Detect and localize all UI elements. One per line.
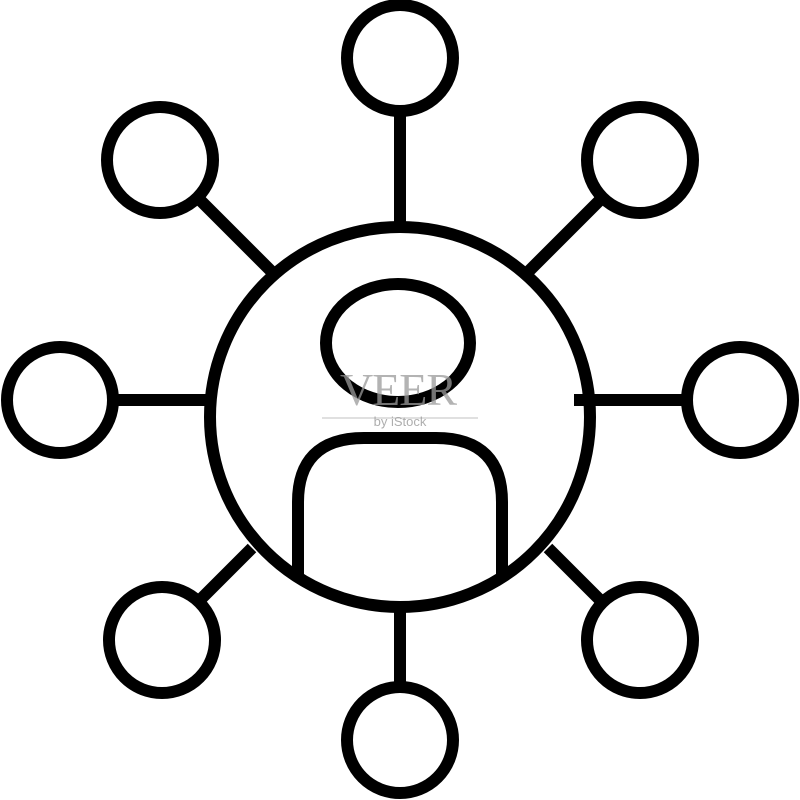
veer-watermark: VEER by iStock	[322, 364, 478, 429]
person-icon	[292, 278, 508, 578]
watermark-brand: VEER	[340, 364, 457, 415]
node-top-left	[101, 101, 219, 219]
connector-bottom-left	[195, 543, 257, 605]
node-top	[341, 0, 459, 117]
person-body	[292, 432, 508, 578]
node-left	[1, 341, 119, 459]
node-bottom	[341, 681, 459, 799]
connector-lines	[114, 114, 686, 686]
connector-bottom-right	[543, 543, 605, 605]
connector-top-right	[523, 195, 605, 277]
connector-top-left	[195, 195, 277, 277]
node-right	[681, 341, 799, 459]
node-bottom-right	[581, 581, 699, 699]
node-top-right	[581, 101, 699, 219]
watermark-tagline: by iStock	[374, 414, 427, 429]
person-head	[320, 278, 476, 408]
node-bottom-left	[103, 581, 221, 699]
central-hub-circle	[204, 221, 596, 613]
